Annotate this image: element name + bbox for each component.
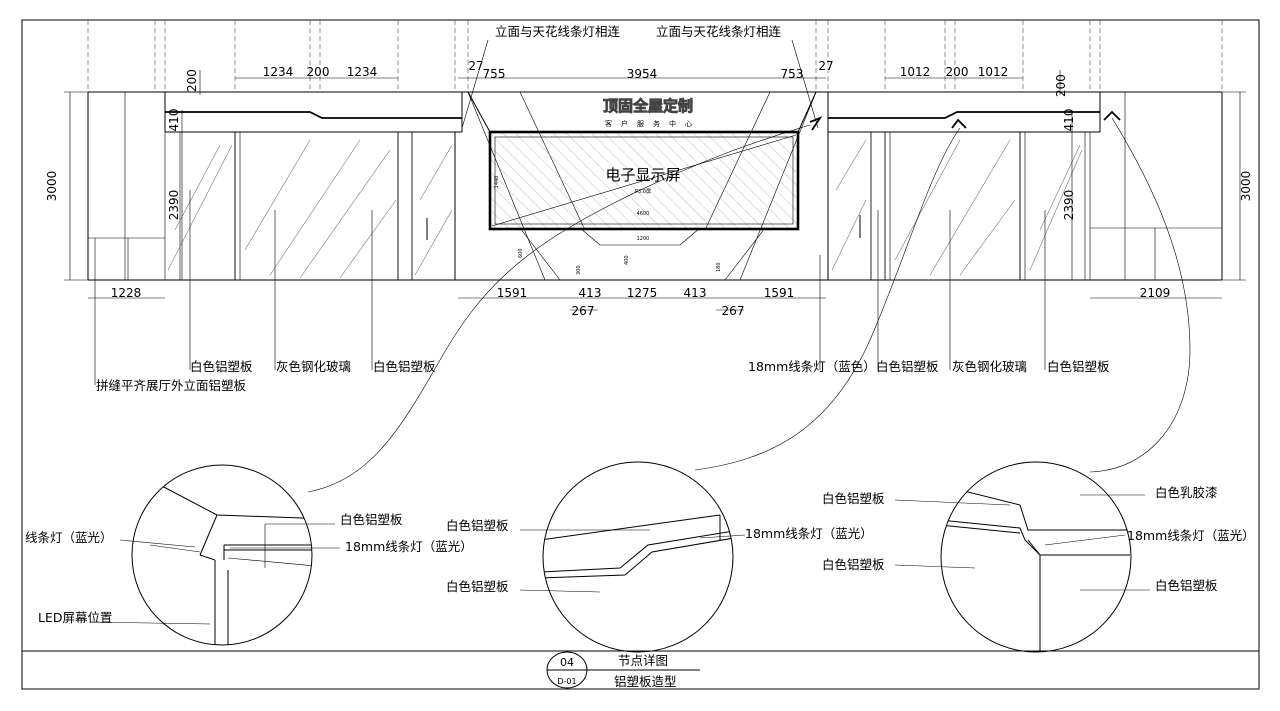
- dim-410-right: 410: [1062, 109, 1076, 132]
- d3-light18: 18mm线条灯（蓝光）: [1127, 528, 1255, 543]
- dim-1228: 1228: [111, 286, 142, 300]
- detail-circle-3: [894, 461, 1150, 653]
- small-dim-300: 300: [576, 265, 582, 275]
- small-dim-600: 600: [518, 248, 524, 258]
- dim-1012-a: 1012: [900, 65, 931, 79]
- d1-line-light: 线条灯（蓝光）: [25, 530, 113, 545]
- screen-inner: [494, 136, 794, 225]
- dim-1234-a: 1234: [263, 65, 294, 79]
- dim-267-a: 267: [572, 304, 595, 318]
- top-dim-lines: [199, 70, 1061, 95]
- dim-2390-left: 2390: [167, 190, 181, 221]
- dim-2390-right: 2390: [1062, 190, 1076, 221]
- d2-white-alu-top: 白色铝塑板: [446, 518, 509, 533]
- brand-text: 顶固全屋定制: [603, 97, 693, 115]
- brand-sub-char: 服: [637, 120, 644, 128]
- arrow-mark: [951, 118, 967, 129]
- material-leaders: [94, 190, 1046, 385]
- dim-200-d: 200: [1054, 74, 1068, 97]
- small-dim-180: 180: [716, 262, 722, 272]
- dim-200-a: 200: [185, 69, 199, 92]
- screen-label: 电子显示屏: [605, 166, 680, 184]
- mat-white-alu-4: 白色铝塑板: [1047, 359, 1110, 374]
- brand-logo: 顶固全屋定制: [603, 97, 694, 116]
- d2-light18: 18mm线条灯（蓝光）: [745, 526, 873, 541]
- d1-white-alu: 白色铝塑板: [340, 512, 403, 527]
- screen-sub: P3.0屏: [635, 189, 651, 195]
- callout-arrows: [461, 39, 1121, 131]
- dim-3954: 3954: [627, 67, 658, 81]
- dim-3000-left: 3000: [45, 171, 59, 202]
- mat-white-alu-2: 白色铝塑板: [373, 359, 436, 374]
- dim-200-b: 200: [307, 65, 330, 79]
- glass-panels-left: [164, 131, 456, 281]
- callout-top-left: 立面与天花线条灯相连: [495, 24, 621, 39]
- small-dim-400: 400: [624, 255, 630, 265]
- d1-led-position: LED屏幕位置: [38, 610, 113, 625]
- dim-410-left: 410: [167, 109, 181, 132]
- dim-2109: 2109: [1140, 286, 1171, 300]
- dim-755: 755: [483, 67, 506, 81]
- dim-413-b: 413: [684, 286, 707, 300]
- dim-413-a: 413: [579, 286, 602, 300]
- dim-753: 753: [781, 67, 804, 81]
- brand-sub-char: 户: [621, 119, 628, 128]
- mat-line-light: 18mm线条灯（蓝色）: [748, 359, 876, 374]
- callout-top-right: 立面与天花线条灯相连: [656, 24, 782, 39]
- title-main: 节点详图: [618, 653, 668, 668]
- mat-flush-panel: 拼缝平齐展厅外立面铝塑板: [96, 378, 247, 393]
- mat-grey-glass-1: 灰色钢化玻璃: [276, 359, 351, 374]
- d3-white-alu-bottom: 白色铝塑板: [822, 557, 885, 572]
- dim-1591-b: 1591: [764, 286, 795, 300]
- detail-circle-1: [89, 464, 340, 646]
- arrow-mark: [1103, 110, 1121, 121]
- d2-white-alu-bottom: 白色铝塑板: [446, 579, 509, 594]
- dim-3000-right: 3000: [1239, 171, 1253, 202]
- detail-circle-2: [519, 461, 746, 653]
- dim-1234-b: 1234: [347, 65, 378, 79]
- mat-white-alu-3: 白色铝塑板: [876, 359, 939, 374]
- sheet-border: [21, 19, 1260, 690]
- brand-sub-row: 客 户 服 务 中 心: [605, 119, 692, 128]
- dim-1012-b: 1012: [978, 65, 1009, 79]
- dim-1275: 1275: [627, 286, 658, 300]
- d1-light18: 18mm线条灯（蓝光）: [345, 539, 473, 554]
- title-block: [546, 651, 700, 689]
- title-sub: 铝塑板造型: [614, 674, 677, 689]
- ceiling-guides: [87, 20, 1223, 92]
- screen-height-note: 1440: [494, 176, 500, 189]
- brand-sub-char: 客: [605, 119, 612, 128]
- mat-grey-glass-2: 灰色钢化玻璃: [952, 359, 1027, 374]
- arrow-mark: [809, 116, 823, 131]
- dim-27-b: 27: [818, 59, 833, 73]
- dim-200-c: 200: [946, 65, 969, 79]
- side-dim-lines: [64, 91, 1246, 281]
- mat-white-alu-1: 白色铝塑板: [190, 359, 253, 374]
- title-number: 04: [560, 656, 574, 669]
- brand-sub-char: 中: [669, 119, 676, 128]
- brand-sub-char: 务: [653, 119, 660, 128]
- title-sheet: D-01: [557, 677, 576, 686]
- small-dim-1200: 1200: [637, 236, 650, 242]
- d3-latex-paint: 白色乳胶漆: [1155, 485, 1218, 500]
- glass-panels-right: [827, 131, 1091, 281]
- brand-sub-char: 心: [685, 120, 692, 128]
- d3-white-alu-top: 白色铝塑板: [822, 491, 885, 506]
- dim-27-a: 27: [468, 59, 483, 73]
- screen-diagonal: [491, 134, 797, 227]
- bottom-dim-lines: [88, 297, 1222, 311]
- d3-white-alu-right: 白色铝塑板: [1155, 578, 1218, 593]
- dim-267-b: 267: [722, 304, 745, 318]
- dim-1591-a: 1591: [497, 286, 528, 300]
- screen-width-note: 4600: [637, 211, 650, 217]
